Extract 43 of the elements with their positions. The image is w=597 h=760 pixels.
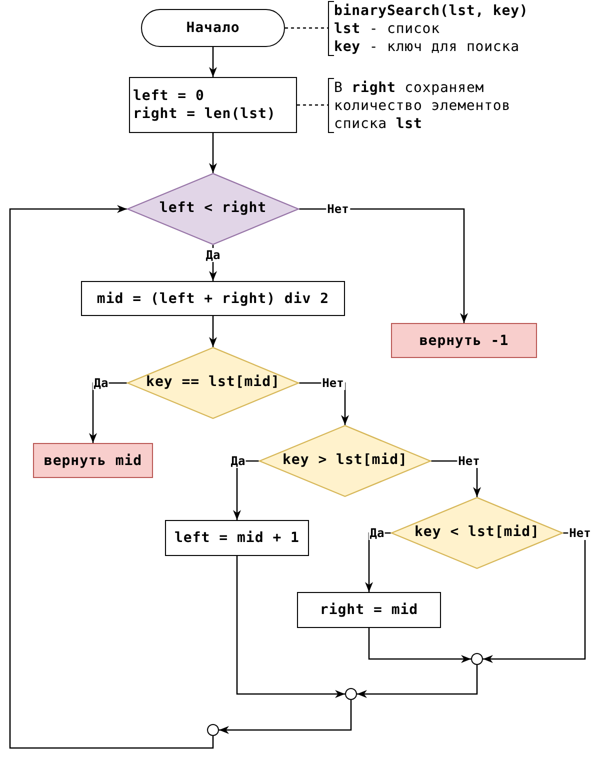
junction-circle [345,688,357,700]
arrow [236,556,345,698]
arrow [368,628,471,663]
arrow [365,532,391,592]
annotation-text: binarySearch(lst, key) [334,2,530,20]
decision-diamond: left < right [127,173,299,245]
arrow [209,316,217,347]
code-line: left = 0 [133,87,204,105]
arrow [299,208,468,323]
arrow [9,205,214,749]
dashed-connector [285,27,328,29]
process-box: mid = (left + right) div 2 [81,281,345,316]
return-box: вернуть mid [33,443,153,478]
process-box [129,77,297,133]
decision-diamond: key > lst[mid] [259,425,431,497]
annotation-text: lst - список [334,20,441,38]
junction-circle [471,653,483,665]
edge-label: Да [204,248,222,262]
edge-label: Нет [326,202,350,216]
edge-label: Нет [321,376,345,390]
arrow [219,700,352,734]
annotation-text: key - ключ для поиска [334,38,520,56]
process-box: left = mid + 1 [165,520,309,556]
decision-diamond: key < lst[mid] [391,497,563,569]
return-box: вернуть -1 [391,323,537,358]
annotation-text: В right сохраняем количество элементов списка lst [334,78,512,132]
start-terminal: Начало [141,9,285,47]
dashed-connector [297,104,328,106]
code-line: right = len(lst) [133,105,276,123]
arrow [89,382,127,443]
edge-label: Да [92,376,110,390]
arrow [209,245,217,281]
arrow [357,665,478,698]
arrow [483,532,586,663]
arrow [209,133,217,173]
edge-label: Да [368,526,386,540]
edge-label: Нет [568,526,592,540]
decision-diamond: key == lst[mid] [127,347,299,419]
junction-circle [207,724,219,736]
edge-label: Да [230,454,246,468]
arrow [209,47,217,77]
edge-label: Нет [457,454,481,468]
process-box: right = mid [297,592,441,628]
